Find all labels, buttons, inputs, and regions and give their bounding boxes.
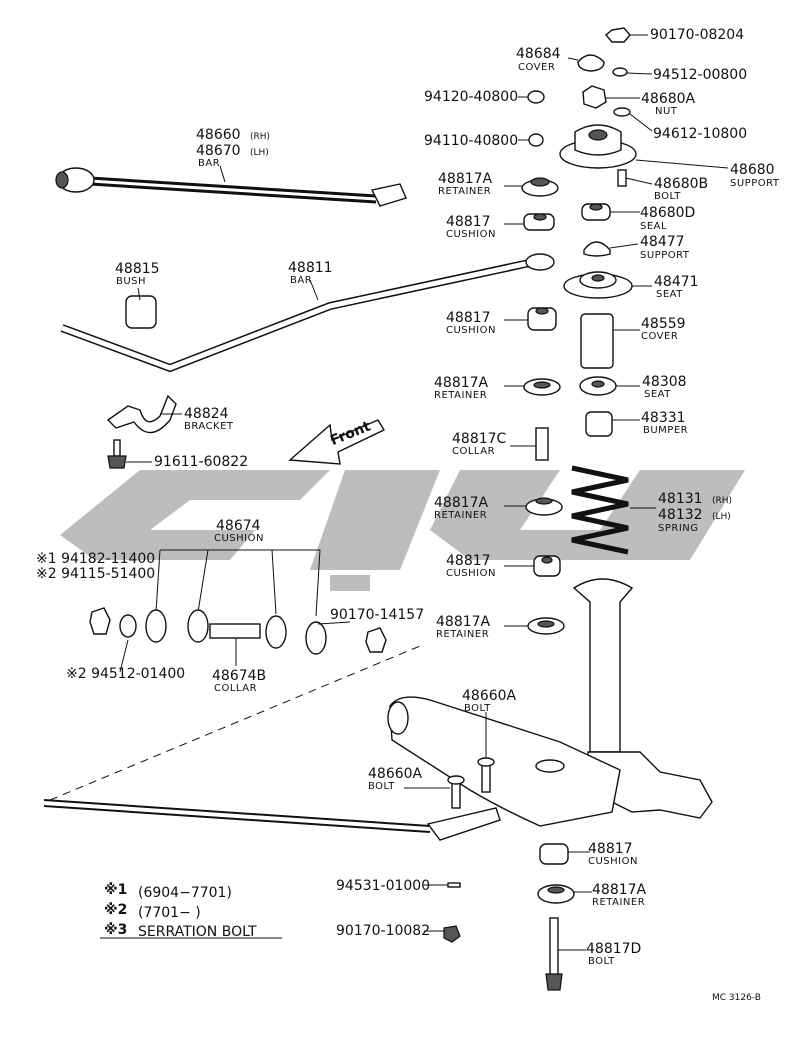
part-48817A-1-name: RETAINER [438, 186, 491, 197]
part-48132-number: 48132 [658, 507, 703, 523]
part-48680-number: 48680 [730, 162, 775, 178]
part-48817A-3-number: 48817A [434, 495, 489, 511]
part-94110-40800-number: 94110-40800 [424, 133, 518, 149]
part-48817-1-name: CUSHION [446, 229, 496, 240]
part-48680B-name: BOLT [654, 191, 681, 202]
part-48817A-5-number: 48817A [592, 882, 647, 898]
part-48815-name: BUSH [116, 276, 146, 287]
part-94115-51400-number: ※2 94115-51400 [36, 566, 155, 582]
part-48817-3-name: CUSHION [446, 568, 496, 579]
part-94512-01400-number: ※2 94512-01400 [66, 666, 185, 682]
legend-mark-2: ※2 [104, 902, 127, 918]
part-48817-4-number: 48817 [588, 841, 633, 857]
part-48817A-4-name: RETAINER [436, 629, 489, 640]
part-48670-side: (LH) [250, 148, 269, 158]
part-48660A-1-number: 48660A [462, 688, 517, 704]
part-48817-2-name: CUSHION [446, 325, 496, 336]
part-48811-name: BAR [290, 275, 312, 286]
part-48817-3-number: 48817 [446, 553, 491, 569]
part-48477-name: SUPPORT [640, 250, 690, 261]
part-48660-number: 48660 [196, 127, 241, 143]
part-48817A-2-name: RETAINER [434, 390, 487, 401]
part-48817A-5-name: RETAINER [592, 897, 645, 908]
part-48331-name: BUMPER [643, 425, 688, 436]
part-48680A-number: 48680A [641, 91, 696, 107]
part-48131-number: 48131 [658, 491, 703, 507]
part-48817C-number: 48817C [452, 431, 507, 447]
part-48817-4-name: CUSHION [588, 856, 638, 867]
part-94120-40800-number: 94120-40800 [424, 89, 518, 105]
part-48660A-2-number: 48660A [368, 766, 423, 782]
part-48817A-2-number: 48817A [434, 375, 489, 391]
part-48308-number: 48308 [642, 374, 687, 390]
part-48132-name: SPRING [658, 523, 699, 534]
part-48670-name: BAR [198, 158, 220, 169]
part-48670-number: 48670 [196, 143, 241, 159]
part-48132-side: (LH) [712, 512, 731, 522]
part-48660A-1-name: BOLT [464, 703, 491, 714]
part-48477-number: 48477 [640, 234, 685, 250]
part-48660A-2-name: BOLT [368, 781, 395, 792]
watermark-logo [60, 470, 745, 591]
part-48817A-1-number: 48817A [438, 171, 493, 187]
part-48308-name: SEAT [644, 389, 671, 400]
part-48331-number: 48331 [641, 410, 686, 426]
diagram-code: MC 3126-B [712, 993, 761, 1003]
part-48817-2-number: 48817 [446, 310, 491, 326]
part-48824-number: 48824 [184, 406, 229, 422]
part-48471-name: SEAT [656, 289, 683, 300]
part-94182-11400-number: ※1 94182-11400 [36, 551, 155, 567]
part-91611-60822-number: 91611-60822 [154, 454, 248, 470]
legend: ※1 (6904−7701) ※2 (7701− ) ※3 SERRATION … [104, 882, 257, 940]
part-labels: 90170-08204 48684 COVER 94512-00800 9412… [36, 27, 780, 967]
part-48680D-name: SEAL [640, 221, 667, 232]
part-90170-14157-number: 90170-14157 [330, 607, 424, 623]
legend-mark-1: ※1 [104, 882, 127, 898]
part-94512-00800-number: 94512-00800 [653, 67, 747, 83]
part-48559-name: COVER [641, 331, 678, 342]
part-48680D-number: 48680D [640, 205, 695, 221]
part-48680A-name: NUT [655, 106, 678, 117]
part-48684-name: COVER [518, 62, 555, 73]
legend-text-1: (6904−7701) [138, 885, 232, 901]
part-48811-number: 48811 [288, 260, 333, 276]
part-48131-side: (RH) [712, 496, 732, 506]
part-48674B-number: 48674B [212, 668, 266, 684]
part-94612-10800-number: 94612-10800 [653, 126, 747, 142]
part-48674-name: CUSHION [214, 533, 264, 544]
part-48817-1-number: 48817 [446, 214, 491, 230]
part-48674B-name: COLLAR [214, 683, 257, 694]
bars-and-brackets [43, 165, 592, 991]
part-48817C-name: COLLAR [452, 446, 495, 457]
part-90170-10082-number: 90170-10082 [336, 923, 430, 939]
strut-assembly [387, 27, 729, 827]
legend-text-2: (7701− ) [138, 905, 201, 921]
legend-text-3: SERRATION BOLT [138, 924, 257, 940]
part-48680-name: SUPPORT [730, 178, 780, 189]
part-94531-01000-number: 94531-01000 [336, 878, 430, 894]
part-48559-number: 48559 [641, 316, 686, 332]
part-48471-number: 48471 [654, 274, 699, 290]
part-48680B-number: 48680B [654, 176, 708, 192]
part-48817D-name: BOLT [588, 956, 615, 967]
part-48817A-4-number: 48817A [436, 614, 491, 630]
part-48674-number: 48674 [216, 518, 261, 534]
part-48817A-3-name: RETAINER [434, 510, 487, 521]
part-48824-name: BRACKET [184, 421, 234, 432]
part-48817D-number: 48817D [586, 941, 641, 957]
part-48660-side: (RH) [250, 132, 270, 142]
part-48815-number: 48815 [115, 261, 160, 277]
part-48684-number: 48684 [516, 46, 561, 62]
legend-mark-3: ※3 [104, 922, 127, 938]
part-90170-08204-number: 90170-08204 [650, 27, 744, 43]
